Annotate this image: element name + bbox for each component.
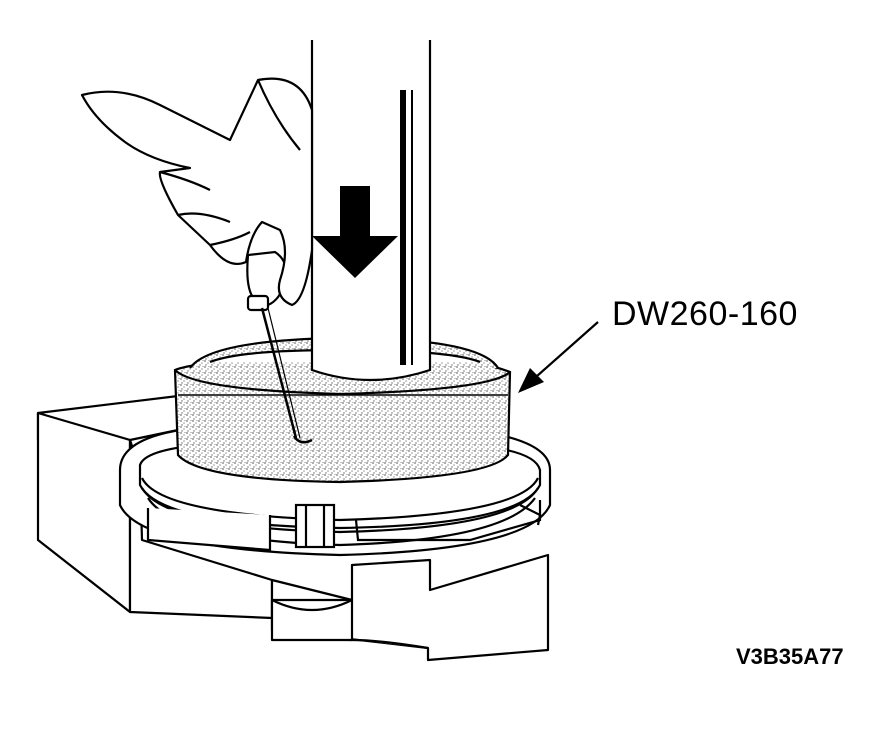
figure-id: V3B35A77 xyxy=(736,644,844,669)
tool-callout-label: DW260-160 xyxy=(612,295,798,333)
hand xyxy=(80,77,314,307)
base-fixture xyxy=(36,394,550,662)
callout-leader xyxy=(518,321,599,393)
down-arrow-icon xyxy=(312,186,398,278)
press-shaft xyxy=(310,40,432,382)
